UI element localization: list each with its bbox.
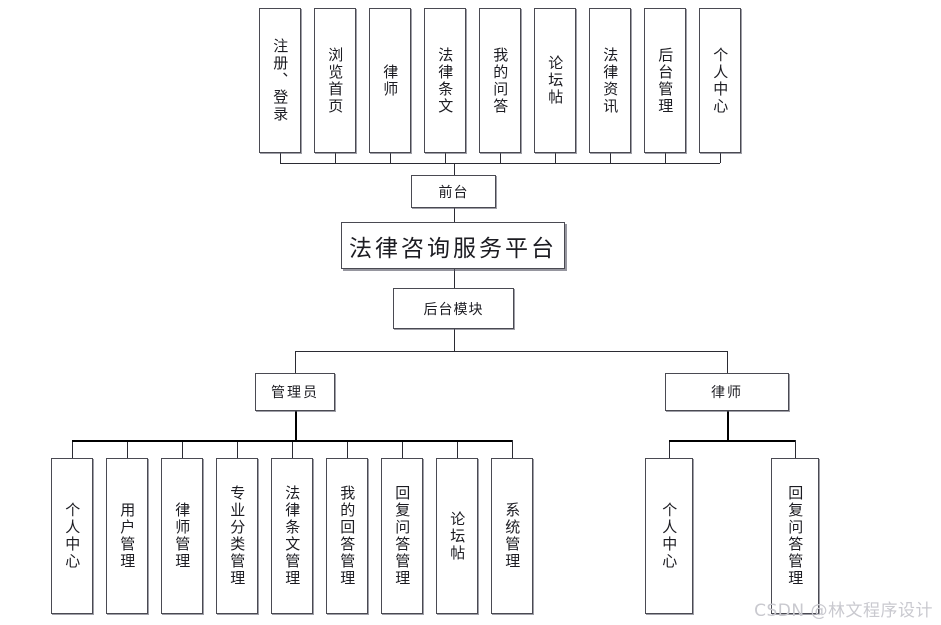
title-to-backend-link	[454, 269, 455, 288]
role-uplink-2	[727, 351, 728, 373]
role-node-lawyer: 律师	[665, 373, 789, 411]
admin-stub-7	[402, 440, 403, 458]
admin-stub-4	[237, 440, 238, 458]
admin-node-5: 法律条文管理	[271, 458, 313, 614]
lawyer-node-2: 回复问答管理	[771, 458, 819, 614]
frontend-stub-1	[280, 153, 281, 163]
lawyer-stub-1	[669, 440, 670, 458]
lawyer-bus-line	[669, 440, 795, 442]
frontend-stub-8	[665, 153, 666, 163]
lawyer-stub-2	[795, 440, 796, 458]
admin-node-3: 律师管理	[161, 458, 203, 614]
frontend-group-node: 前台	[411, 175, 496, 208]
frontend-stub-5	[500, 153, 501, 163]
platform-title-node: 法律咨询服务平台	[341, 222, 565, 269]
frontend-bus-line	[280, 163, 720, 164]
admin-stub-3	[182, 440, 183, 458]
frontend-node-4: 法律条文	[424, 8, 466, 153]
admin-stub-5	[292, 440, 293, 458]
frontend-group-uplink	[454, 163, 455, 175]
admin-node-2: 用户管理	[106, 458, 148, 614]
admin-stub-9	[512, 440, 513, 458]
title-to-frontend-link	[454, 208, 455, 222]
admin-node-1: 个人中心	[51, 458, 93, 614]
frontend-node-7: 法律资讯	[589, 8, 631, 153]
admin-node-7: 回复问答管理	[381, 458, 423, 614]
admin-node-8: 论坛帖	[436, 458, 478, 614]
frontend-node-8: 后台管理	[644, 8, 686, 153]
csdn-watermark: CSDN @林文程序设计	[754, 601, 933, 621]
role-node-admin: 管理员	[255, 373, 335, 411]
frontend-node-9: 个人中心	[699, 8, 741, 153]
backend-split-stem	[454, 329, 455, 351]
admin-bus-line	[72, 440, 512, 442]
frontend-node-5: 我的问答	[479, 8, 521, 153]
admin-stub-8	[457, 440, 458, 458]
admin-stub-6	[347, 440, 348, 458]
lawyer-node-1: 个人中心	[645, 458, 693, 614]
admin-node-4: 专业分类管理	[216, 458, 258, 614]
admin-stub-1	[72, 440, 73, 458]
frontend-node-1: 注册、登录	[259, 8, 301, 153]
admin-children-stem	[295, 411, 297, 440]
frontend-stub-6	[555, 153, 556, 163]
frontend-node-3: 律师	[369, 8, 411, 153]
role-uplink-1	[295, 351, 296, 373]
frontend-stub-9	[720, 153, 721, 163]
frontend-stub-3	[390, 153, 391, 163]
frontend-node-2: 浏览首页	[314, 8, 356, 153]
frontend-stub-7	[610, 153, 611, 163]
frontend-stub-2	[335, 153, 336, 163]
backend-group-node: 后台模块	[393, 288, 514, 329]
admin-node-9: 系统管理	[491, 458, 533, 614]
role-bus-line	[295, 351, 727, 352]
admin-stub-2	[127, 440, 128, 458]
admin-node-6: 我的回答管理	[326, 458, 368, 614]
frontend-node-6: 论坛帖	[534, 8, 576, 153]
frontend-stub-4	[445, 153, 446, 163]
lawyer-children-stem	[727, 411, 729, 440]
